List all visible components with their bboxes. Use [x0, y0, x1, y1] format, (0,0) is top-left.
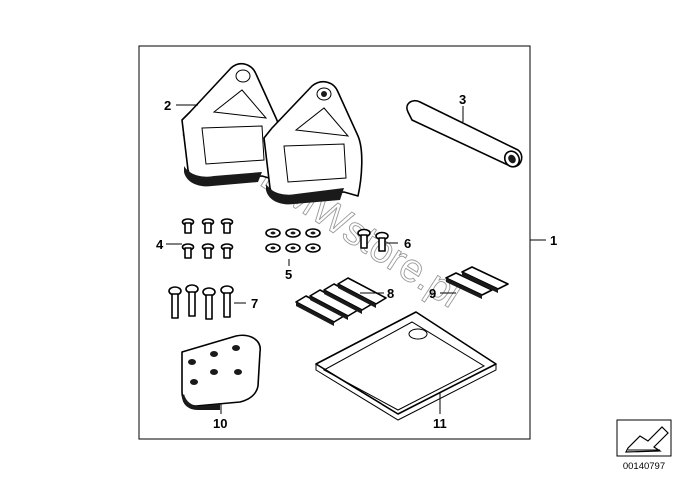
nuts-part-5: [265, 228, 321, 253]
screws-part-4: [181, 218, 234, 259]
callout-5: 5: [285, 267, 292, 282]
screws-part-7: [168, 284, 234, 320]
callout-9: 9: [429, 286, 436, 301]
rod-part-3: [406, 99, 523, 168]
strips-part-9: [445, 266, 509, 299]
callout-4: 4: [156, 237, 164, 252]
leader-lines: [166, 104, 546, 414]
pads-part-8: [295, 277, 387, 326]
callout-3: 3: [459, 92, 466, 107]
screws-part-6: [357, 228, 389, 252]
arrow-nav-icon[interactable]: [616, 419, 672, 457]
diagram-frame: [138, 45, 531, 440]
callout-7: 7: [251, 296, 258, 311]
bag-part-11: [315, 311, 497, 421]
catalog-number: 00140797: [622, 461, 666, 472]
block-part-10: [181, 334, 261, 410]
callout-6: 6: [404, 236, 411, 251]
callout-8: 8: [387, 286, 394, 301]
callout-1: 1: [550, 233, 557, 248]
callout-10: 10: [213, 416, 227, 431]
callout-2: 2: [164, 98, 171, 113]
callout-11: 11: [433, 416, 447, 431]
handle-part-2: [181, 62, 363, 205]
